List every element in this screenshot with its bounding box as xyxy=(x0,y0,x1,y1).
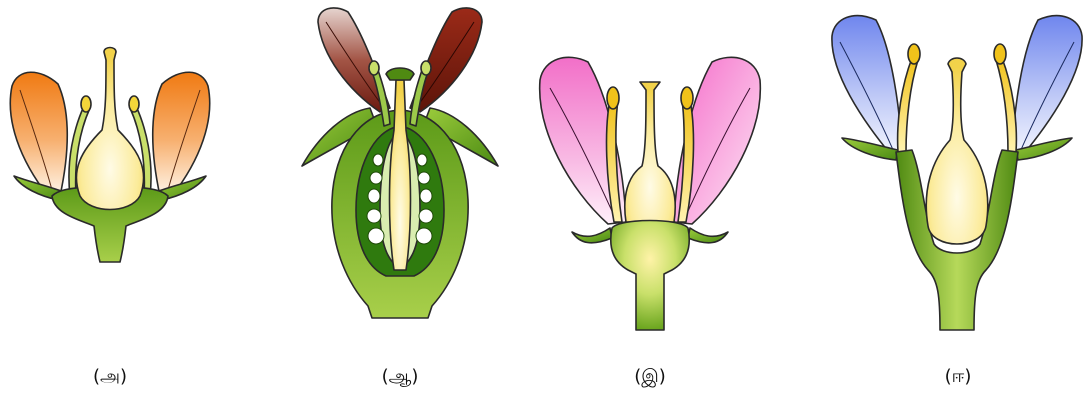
anther-left xyxy=(369,61,379,75)
caption-d: (ஈ) xyxy=(826,366,1090,389)
anther-left xyxy=(607,87,619,109)
anther-right xyxy=(681,87,693,109)
anther-left xyxy=(908,44,920,64)
caption-b: (ஆ) xyxy=(290,366,510,389)
flower-panel-d: (ஈ) xyxy=(826,0,1090,398)
anther-right xyxy=(129,96,139,112)
flower-panel-c: (இ) xyxy=(540,0,760,398)
petal-right xyxy=(1012,16,1082,156)
caption-c: (இ) xyxy=(540,366,760,389)
pistil xyxy=(625,82,675,222)
stamen-right xyxy=(996,58,1016,152)
stigma xyxy=(386,68,414,80)
anther-right xyxy=(994,44,1006,64)
flower-panel-a: (அ) xyxy=(0,0,220,398)
anther-right xyxy=(421,61,431,75)
perigynous-flower-diagram xyxy=(826,0,1090,360)
epigynous-flower-diagram xyxy=(290,0,510,360)
style xyxy=(390,80,411,270)
sepal-right xyxy=(688,228,728,243)
perigynous-cup-flower-diagram xyxy=(540,0,760,360)
pistil xyxy=(76,48,143,210)
receptacle xyxy=(611,221,689,331)
caption-a: (அ) xyxy=(0,366,220,389)
hypogynous-flower-diagram xyxy=(0,0,220,360)
petal-left xyxy=(832,16,902,156)
sepal-left xyxy=(572,228,612,243)
flower-panel-b: (ஆ) xyxy=(290,0,510,398)
stamen-left xyxy=(898,58,918,152)
anther-left xyxy=(81,96,91,112)
pistil xyxy=(926,58,987,244)
